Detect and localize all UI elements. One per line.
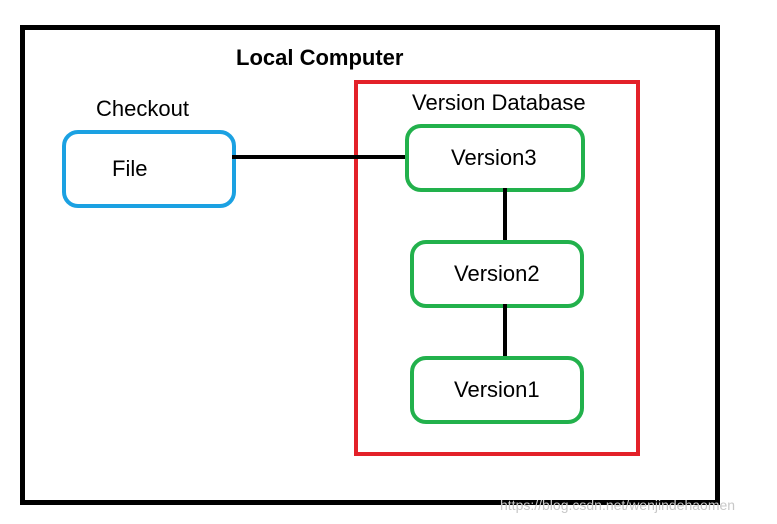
- file-node: File: [62, 130, 236, 208]
- version2-node: Version2: [410, 240, 584, 308]
- version-database-frame: [354, 80, 640, 456]
- diagram-title: Local Computer: [236, 45, 404, 70]
- version1-label: Version1: [454, 377, 540, 402]
- version2-label: Version2: [454, 261, 540, 286]
- version3-node: Version3: [405, 124, 585, 192]
- version-database-label: Version Database: [412, 90, 586, 115]
- watermark: https://blog.csdn.net/wenjindehaomen: [500, 497, 736, 513]
- local-computer-frame: [20, 25, 720, 505]
- version1-node: Version1: [410, 356, 584, 424]
- version3-label: Version3: [451, 145, 537, 170]
- checkout-label: Checkout: [96, 96, 189, 121]
- file-label: File: [112, 156, 148, 181]
